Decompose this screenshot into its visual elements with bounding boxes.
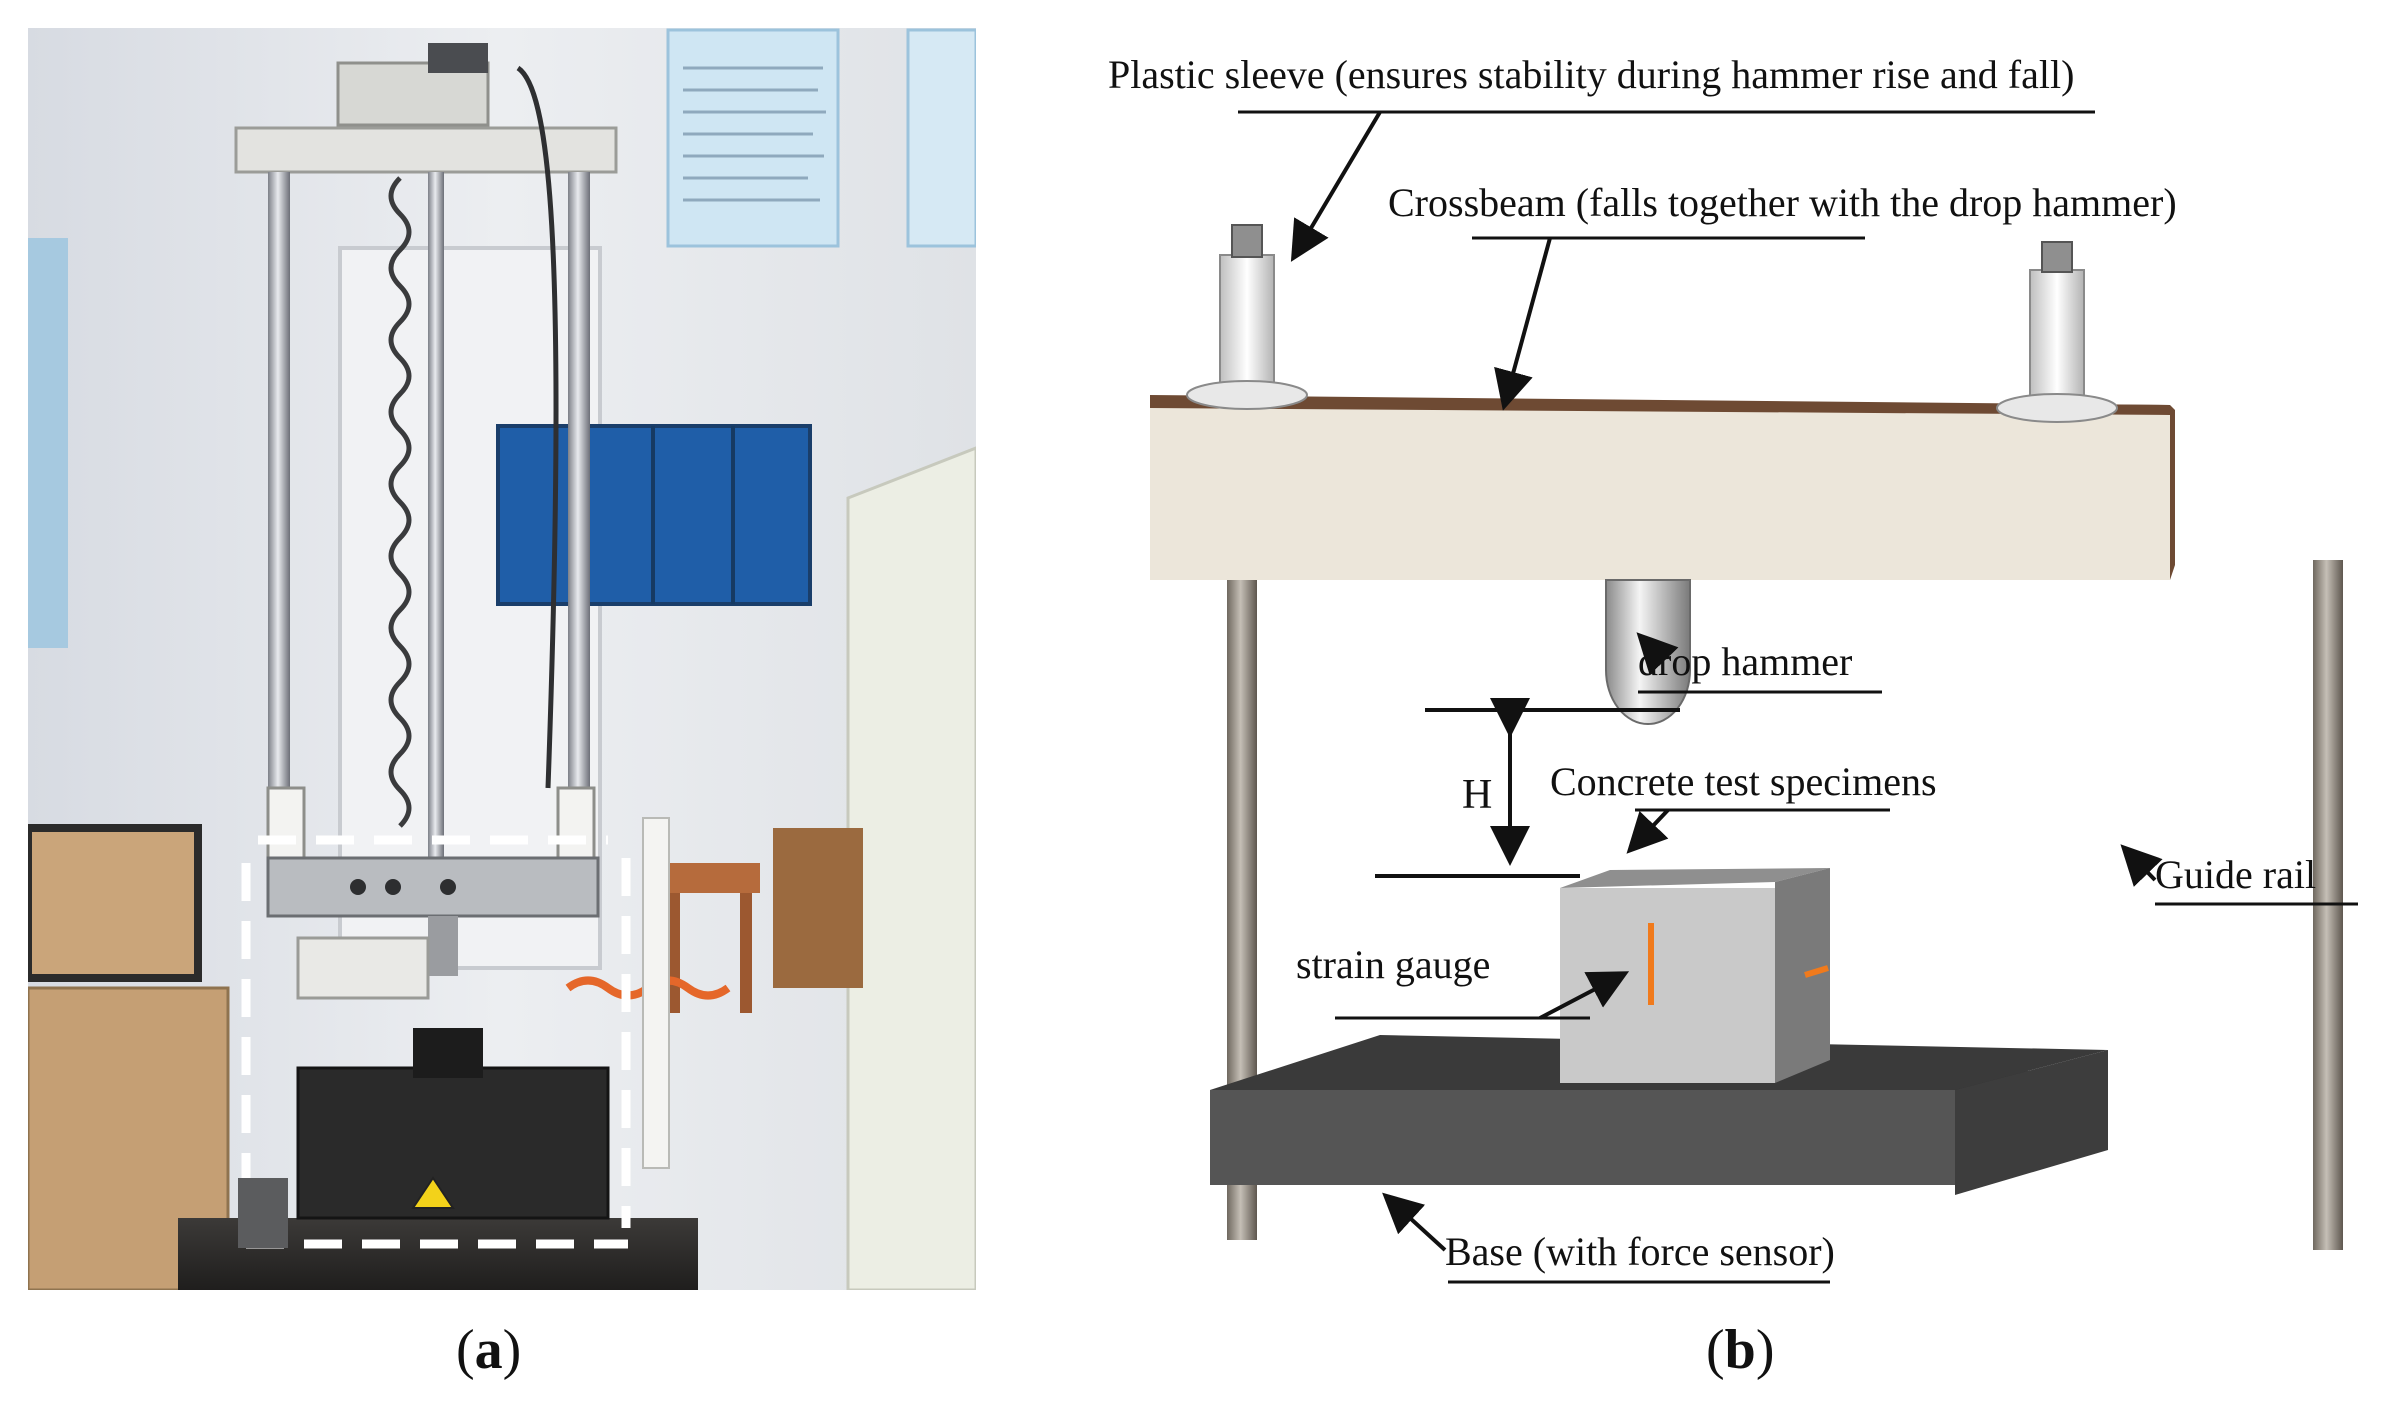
- wooden-stool: [660, 863, 760, 893]
- specimen-top: [1560, 868, 1830, 888]
- label-strain-gauge: strain gauge: [1296, 942, 1490, 987]
- label-plastic-sleeve: Plastic sleeve (ensures stability during…: [1108, 52, 2074, 97]
- arrow-plastic-sleeve: [1290, 110, 1382, 262]
- label-crossbeam: Crossbeam (falls together with the drop …: [1388, 180, 2177, 225]
- caption-a: (a): [456, 1319, 522, 1381]
- crossbeam-front: [1150, 405, 2170, 580]
- label-guide-rail: Guide rail: [2155, 852, 2316, 897]
- photo-base: [296, 1066, 610, 1220]
- guide-rod-right: [568, 172, 590, 862]
- specimen-side: [1775, 868, 1830, 1083]
- arrow-drop-hammer: [1636, 632, 1679, 675]
- caption-b: (b): [1706, 1319, 1775, 1381]
- rail-cap-right: [2041, 241, 2073, 273]
- notice-board: [666, 28, 840, 248]
- crossbeam-side: [2170, 405, 2175, 580]
- label-specimen: Concrete test specimens: [1550, 759, 1937, 804]
- arrow-specimen: [1626, 808, 1670, 854]
- strain-gauge-side: [1804, 965, 1829, 978]
- arrow-strain-gauge: [1539, 971, 1630, 1020]
- label-base: Base (with force sensor): [1445, 1229, 1835, 1274]
- sleeve-right: [2029, 269, 2085, 401]
- warning-sign: [411, 1176, 455, 1209]
- coiled-cable: [388, 176, 412, 828]
- storage-box: [24, 824, 202, 982]
- notice-board-right: [906, 28, 978, 248]
- sleeve-left: [266, 786, 306, 860]
- test-rig-photo: [24, 28, 978, 1292]
- arrow-crossbeam: [1494, 237, 1552, 411]
- base-front: [1210, 1090, 1955, 1185]
- label-drop-hammer: drop hammer: [1638, 639, 1852, 684]
- wall-banner: [28, 238, 68, 648]
- schematic-diagram: H Plastic sleeve (ensures stability duri…: [1108, 52, 2358, 1284]
- photo-panel: [24, 28, 978, 1292]
- base-side: [1955, 1050, 2108, 1195]
- rail-cap-left: [1231, 224, 1263, 258]
- arrow-base: [1382, 1192, 1447, 1252]
- arrow-guide-rail: [2120, 844, 2163, 887]
- white-panel: [846, 445, 978, 1292]
- pneumatic-cylinder: [336, 61, 490, 127]
- schematic-panel: H Plastic sleeve (ensures stability duri…: [1090, 20, 2393, 1320]
- center-rod: [428, 172, 444, 862]
- sleeve-left: [1219, 254, 1275, 386]
- height-label: H: [1462, 772, 1492, 818]
- photo-specimen: [413, 1028, 483, 1078]
- brown-box: [773, 828, 863, 988]
- photo-crossbeam: [266, 856, 600, 918]
- compressor: [296, 936, 430, 1000]
- sleeve-right: [556, 786, 596, 860]
- specimen-front: [1560, 888, 1775, 1083]
- guide-rod-left: [268, 172, 290, 862]
- crossbeam-top: [1150, 395, 2170, 415]
- top-frame: [234, 126, 618, 174]
